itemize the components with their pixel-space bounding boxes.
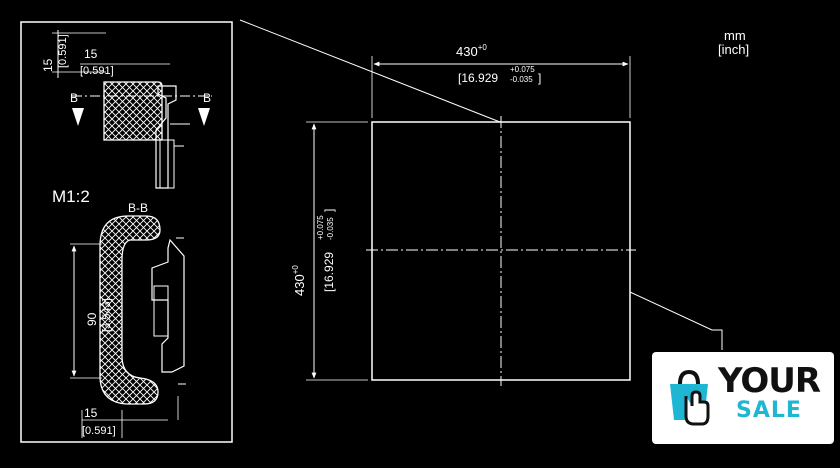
width-dim-inch-tol-upper: +0.075 (510, 65, 535, 74)
width-dim-inch-close: ] (538, 71, 541, 85)
main-view: 430+0 [16.929 +0.075 -0.035 ] 430+0 [16.… (291, 43, 636, 386)
top-profile-detail: 15 [0.591] 15 [0.591] B B (41, 30, 212, 189)
top-horizontal-dim-mm: 15 (84, 47, 98, 61)
bottom-dim-inch: [0.591] (82, 425, 116, 437)
height-dim-mm-main: 430+0 (291, 265, 307, 296)
section-arrow-left-label: B (70, 91, 78, 105)
section-gasket-hatch (99, 215, 161, 405)
your-sale-logo: YOUR SALE (652, 352, 834, 444)
units-mm: mm (724, 28, 746, 43)
detail-leader-line (239, 19, 501, 123)
units-inch: [inch] (718, 42, 749, 57)
section-frame-profile (151, 238, 185, 373)
top-frame-profile (155, 85, 177, 189)
width-dim-mm: 430+0 (456, 43, 487, 59)
top-gasket-hatch (103, 81, 163, 141)
shopping-bag-icon (670, 369, 710, 426)
section-bb-detail: 90 [3.543] 15 [0.591] (70, 215, 186, 438)
width-dim-inch: [16.929 (458, 71, 498, 85)
width-dim-inch-tol-lower: -0.035 (510, 75, 533, 84)
scale-label: M1:2 (52, 187, 90, 206)
height-dim-inch: [3.543] (101, 298, 113, 332)
height-dim-inch-close-main: ] (322, 209, 336, 212)
height-dim-inch-tol-lower-main: -0.035 (326, 217, 335, 240)
logo-text-sale: SALE (736, 398, 802, 423)
detail-panel-frame (20, 21, 233, 443)
bottom-dim-mm: 15 (84, 406, 98, 420)
detail-leader-line-lower (629, 291, 723, 350)
height-dim-inch-tol-upper-main: +0.075 (316, 215, 325, 240)
height-dim-inch-main: [16.929 (322, 252, 336, 292)
top-horizontal-dim-inch: [0.591] (80, 65, 114, 77)
height-dim-mm: 90 (85, 312, 99, 326)
section-arrow-right-label: B (203, 91, 211, 105)
top-vertical-dim-mm: 15 (41, 58, 55, 72)
section-arrow-right (198, 108, 210, 126)
section-label: B-B (128, 201, 148, 215)
logo-text-your: YOUR (718, 361, 821, 401)
section-arrow-left (72, 108, 84, 126)
top-vertical-dim-inch: [0.591] (57, 34, 69, 68)
